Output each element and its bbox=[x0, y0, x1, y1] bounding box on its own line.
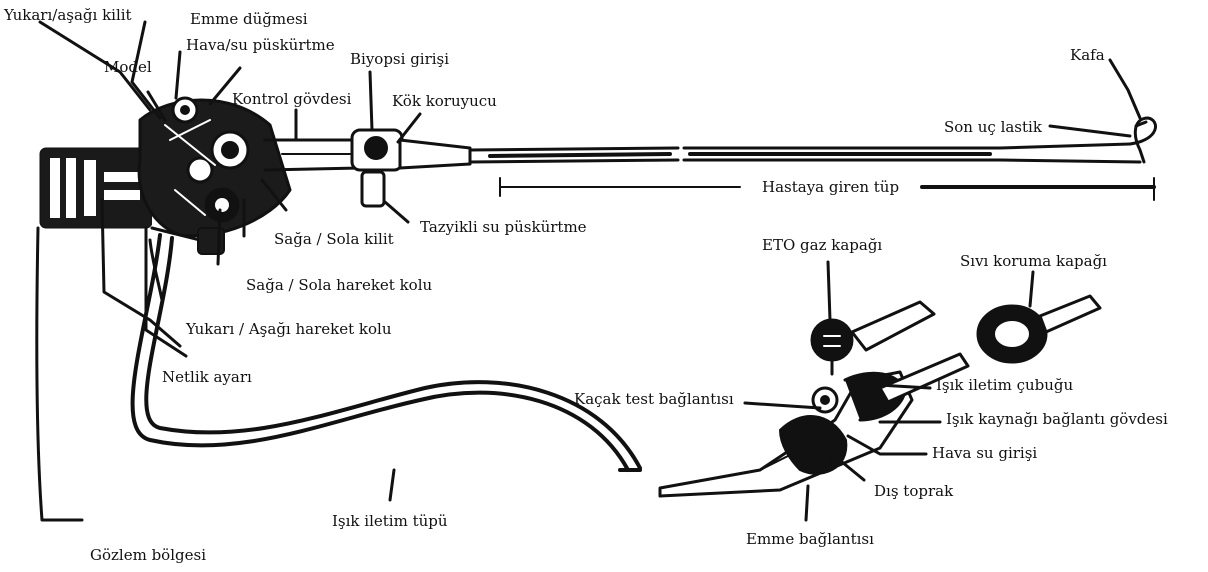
label-head: Kafa bbox=[1070, 48, 1105, 63]
liquid-cap-part bbox=[978, 296, 1100, 362]
label-leftright-lever: Sağa / Sola hareket kolu bbox=[246, 278, 432, 293]
label-leak-test: Kaçak test bağlantısı bbox=[574, 392, 734, 407]
label-eto-gas-cap: ETO gaz kapağı bbox=[762, 238, 882, 253]
label-eyepiece: Gözlem bölgesi bbox=[90, 548, 206, 563]
label-biopsy-inlet: Biyopsi girişi bbox=[350, 52, 449, 67]
label-root-protector: Kök koruyucu bbox=[392, 94, 497, 109]
label-light-tube: Işık iletim tüpü bbox=[332, 514, 448, 529]
eyepiece-leader-long bbox=[37, 228, 82, 520]
label-insertion-tube: Hastaya giren tüp bbox=[762, 180, 899, 195]
light-guide-tube bbox=[133, 235, 640, 470]
insertion-tube-part bbox=[470, 118, 1155, 162]
label-liquid-cap: Sıvı koruma kapağı bbox=[960, 254, 1107, 269]
label-light-rod: Işık iletim çubuğu bbox=[936, 378, 1073, 393]
label-tip-rubber: Son uç lastik bbox=[944, 120, 1042, 135]
label-suction-button: Emme düğmesi bbox=[190, 12, 308, 27]
label-focus-adjust: Netlik ayarı bbox=[162, 370, 252, 385]
light-connector-part bbox=[660, 354, 968, 496]
label-leftright-lock: Sağa / Sola kilit bbox=[274, 232, 394, 247]
label-suction-connection: Emme bağlantısı bbox=[746, 532, 874, 547]
label-external-ground: Dış toprak bbox=[874, 484, 953, 499]
label-control-body: Kontrol gövdesi bbox=[232, 92, 351, 107]
label-air-water-inlet: Hava su girişi bbox=[932, 446, 1037, 461]
label-pressure-water-spray: Tazyikli su püskürtme bbox=[420, 220, 587, 235]
label-model: Model bbox=[104, 60, 152, 75]
label-light-source-body: Işık kaynağı bağlantı gövdesi bbox=[946, 412, 1168, 427]
label-updown-lock: Yukarı/aşağı kilit bbox=[4, 8, 132, 23]
label-air-water-spray: Hava/su püskürtme bbox=[186, 38, 335, 53]
label-updown-lever: Yukarı / Aşağı hareket kolu bbox=[186, 322, 391, 337]
